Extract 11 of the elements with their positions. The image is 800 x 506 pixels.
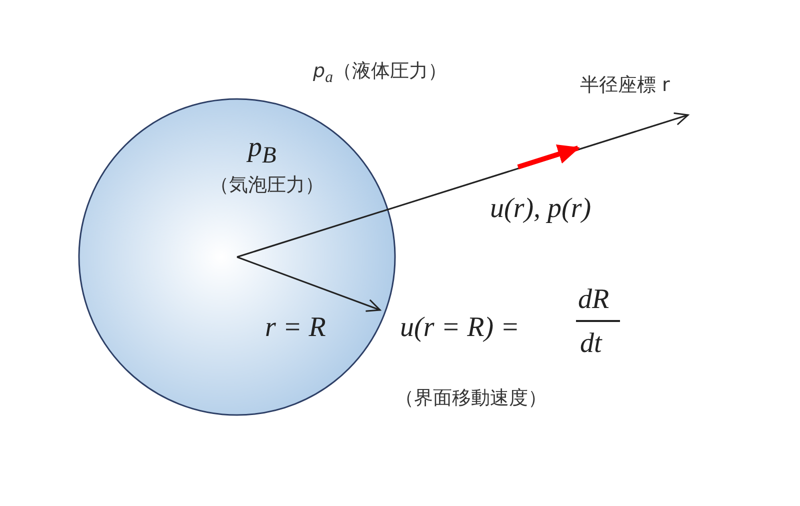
pressure-symbol: p$_{B}$ bbox=[248, 132, 276, 170]
pressure-label: p$_{a}$（液体圧力） bbox=[313, 59, 447, 87]
math-expression: r = R bbox=[265, 312, 326, 344]
math-expression: u(r), p(r) bbox=[490, 193, 592, 225]
node-text: （気泡圧力） bbox=[210, 173, 324, 198]
fraction-denominator: dt bbox=[580, 328, 602, 360]
math-expression: u(r = R) = bbox=[400, 312, 520, 344]
note-text: （界面移動速度） bbox=[395, 386, 547, 411]
fraction-numerator: dR bbox=[578, 284, 610, 316]
bubble-circle bbox=[78, 98, 396, 416]
axis-label: 半径座標 r bbox=[580, 73, 670, 98]
